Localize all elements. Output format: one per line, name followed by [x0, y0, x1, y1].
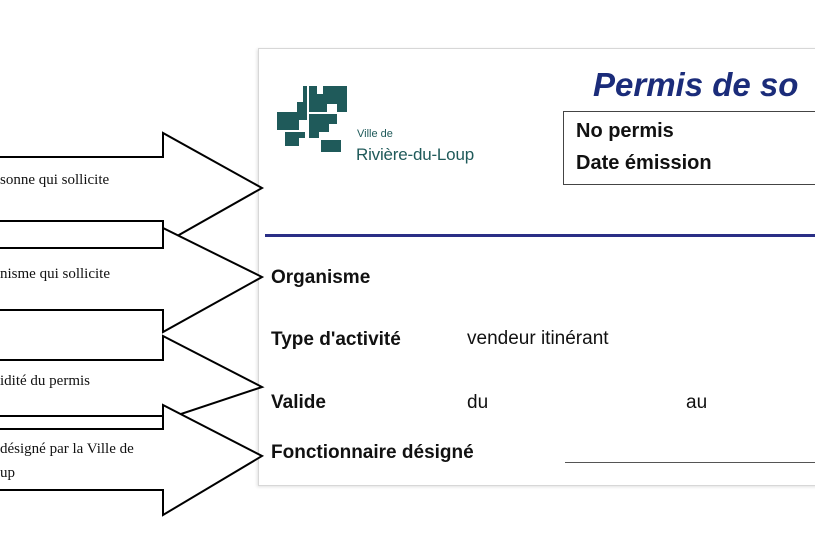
- arrow-1: [0, 131, 265, 246]
- permit-title: Permis de so: [593, 66, 799, 103]
- callout-3-text: idité du permis: [0, 373, 90, 389]
- arrow-2: [0, 226, 265, 334]
- permit-meta-box: No permis Date émission: [563, 111, 815, 185]
- callout-1-text: sonne qui sollicite: [0, 172, 110, 188]
- arrow-4: [0, 403, 265, 517]
- valide-au: au: [686, 392, 708, 413]
- callout-2-text: nisme qui sollicite: [0, 266, 110, 282]
- no-permis-label: No permis: [576, 120, 674, 142]
- city-logo-icon: [277, 86, 347, 152]
- date-emission-label: Date émission: [576, 152, 712, 174]
- callout-4-text-line2: up: [0, 465, 15, 481]
- organisme-label: Organisme: [271, 267, 371, 288]
- valide-du: du: [467, 392, 489, 413]
- type-activite-value: vendeur itinérant: [467, 328, 609, 349]
- logo-city-name: Rivière-du-Loup: [356, 145, 474, 164]
- type-activite-label: Type d'activité: [271, 329, 401, 350]
- signature-line: [565, 462, 815, 463]
- logo-city-prefix: Ville de: [357, 128, 393, 140]
- header-divider: [265, 234, 815, 237]
- arrow-3: [0, 334, 265, 422]
- callout-4-text-line1: désigné par la Ville de: [0, 441, 134, 457]
- fonctionnaire-label: Fonctionnaire désigné: [271, 442, 474, 463]
- valide-label: Valide: [271, 392, 326, 413]
